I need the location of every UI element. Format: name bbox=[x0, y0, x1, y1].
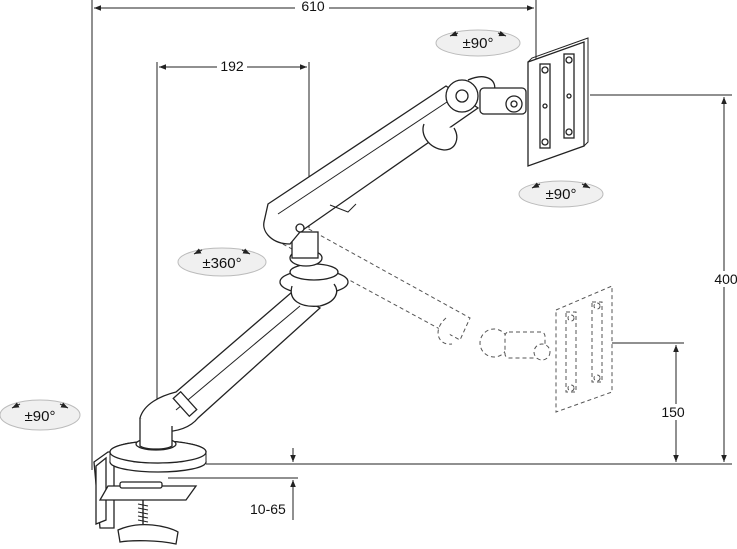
dimension-clamp-range: 10-65 bbox=[168, 448, 298, 520]
lower-arm bbox=[139, 291, 322, 450]
rotation-base-label: ±90° bbox=[25, 408, 56, 425]
desk-clamp bbox=[93, 451, 198, 545]
rotation-base: ±90° bbox=[0, 399, 81, 431]
head-joint bbox=[445, 76, 527, 115]
total-width-label: 610 bbox=[301, 0, 325, 14]
rotation-arm-swivel: ±360° bbox=[177, 247, 267, 277]
rotation-arm-swivel-label: ±360° bbox=[202, 255, 241, 272]
upper-arm bbox=[263, 85, 480, 245]
dimension-offset: 192 bbox=[156, 58, 310, 460]
rotation-monitor-tilt-label: ±90° bbox=[546, 186, 577, 203]
rotation-monitor-top: ±90° bbox=[435, 29, 521, 57]
ghost-monitor-plate bbox=[555, 285, 613, 413]
rotation-monitor-tilt: ±90° bbox=[518, 180, 604, 208]
swivel-joint bbox=[279, 231, 349, 307]
vesa-plate bbox=[527, 37, 589, 167]
dimension-height-upper: 400 bbox=[206, 94, 737, 465]
height-upper-label: 400 bbox=[714, 271, 737, 287]
clamp-range-label: 10-65 bbox=[250, 501, 286, 517]
dimension-total-width: 610 bbox=[91, 0, 537, 470]
dimension-height-lower: 150 bbox=[612, 342, 686, 462]
base-disk bbox=[109, 437, 207, 473]
rotation-monitor-top-label: ±90° bbox=[463, 35, 494, 52]
height-lower-label: 150 bbox=[661, 404, 685, 420]
offset-label: 192 bbox=[220, 58, 244, 74]
